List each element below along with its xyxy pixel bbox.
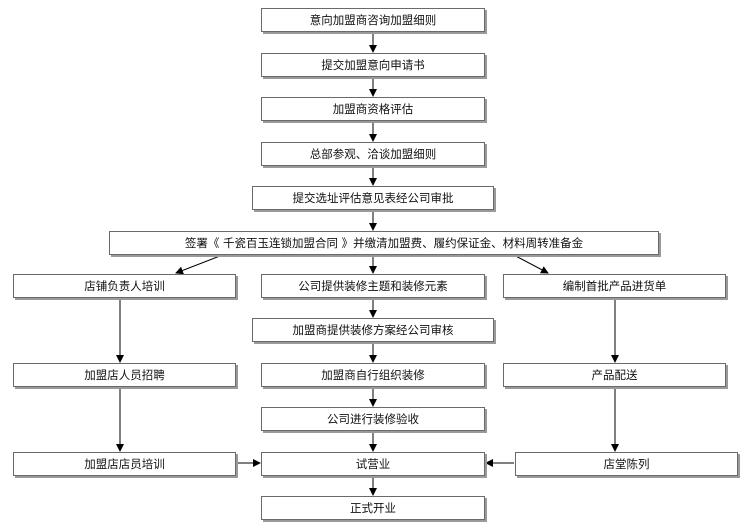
step-staff-training-label: 加盟店店员培训 <box>84 457 165 471</box>
step-grand-opening: 正式开业 <box>261 496 485 520</box>
step-product-delivery-label: 产品配送 <box>591 368 638 382</box>
step-trial-operation: 试营业 <box>261 452 485 476</box>
step-inquiry: 意向加盟商咨询加盟细则 <box>261 8 485 32</box>
step-application-label: 提交加盟意向申请书 <box>321 58 425 72</box>
step-qualification-label: 加盟商资格评估 <box>332 102 414 116</box>
arrow-s6-right1 <box>511 253 549 274</box>
step-sign-contract-label: 签署《 千瓷百玉连锁加盟合同 》并缴清加盟费、履约保证金、材料周转准备金 <box>184 236 584 250</box>
step-hq-visit: 总部参观、洽谈加盟细则 <box>261 142 485 166</box>
step-manager-training-label: 店铺负责人培训 <box>84 279 165 293</box>
step-manager-training: 店铺负责人培训 <box>13 274 236 298</box>
step-decor-acceptance-label: 公司进行装修验收 <box>327 412 419 426</box>
step-first-order-label: 编制首批产品进货单 <box>562 279 667 293</box>
step-inquiry-label: 意向加盟商咨询加盟细则 <box>309 13 437 27</box>
step-store-display-label: 店堂陈列 <box>603 457 650 471</box>
step-hq-visit-label: 总部参观、洽谈加盟细则 <box>309 147 437 161</box>
step-qualification: 加盟商资格评估 <box>261 97 485 121</box>
step-application: 提交加盟意向申请书 <box>261 53 485 77</box>
step-staff-training: 加盟店店员培训 <box>13 452 236 476</box>
step-self-decoration: 加盟商自行组织装修 <box>261 363 485 387</box>
step-staff-recruitment: 加盟店人员招聘 <box>13 363 236 387</box>
step-trial-operation-label: 试营业 <box>355 457 391 471</box>
step-self-decoration-label: 加盟商自行组织装修 <box>321 368 425 382</box>
step-staff-recruitment-label: 加盟店人员招聘 <box>84 368 165 382</box>
step-product-delivery: 产品配送 <box>503 363 726 387</box>
step-store-display: 店堂陈列 <box>515 452 738 476</box>
step-decor-plan-review: 加盟商提供装修方案经公司审核 <box>252 318 494 342</box>
step-sign-contract: 签署《 千瓷百玉连锁加盟合同 》并缴清加盟费、履约保证金、材料周转准备金 <box>109 231 659 255</box>
arrow-s6-left1 <box>175 253 226 275</box>
step-site-approval: 提交选址评估意见表经公司审批 <box>252 186 494 210</box>
step-grand-opening-label: 正式开业 <box>350 501 396 515</box>
step-decor-acceptance: 公司进行装修验收 <box>261 407 485 431</box>
step-site-approval-label: 提交选址评估意见表经公司审批 <box>292 191 454 205</box>
step-decor-theme-label: 公司提供装修主题和装修元素 <box>298 279 448 293</box>
step-first-order: 编制首批产品进货单 <box>503 274 726 298</box>
step-decor-plan-review-label: 加盟商提供装修方案经公司审核 <box>292 323 454 337</box>
step-decor-theme: 公司提供装修主题和装修元素 <box>261 274 485 298</box>
